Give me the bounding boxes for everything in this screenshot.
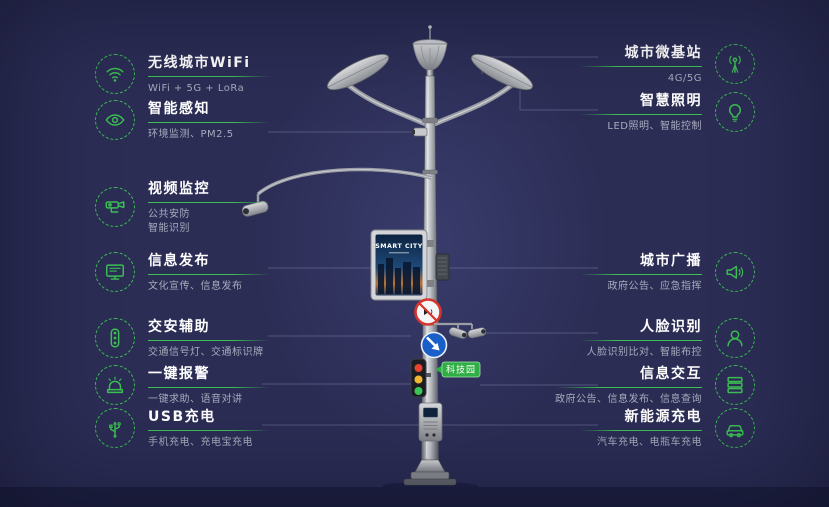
lamp-arms bbox=[327, 53, 533, 129]
usb-icon bbox=[95, 407, 135, 448]
antenna-icon bbox=[715, 43, 755, 84]
feature-subtitle: 政府公告、信息发布、信息查询 bbox=[555, 394, 702, 405]
broadcast-speaker bbox=[435, 253, 450, 281]
feature-underline bbox=[580, 340, 702, 341]
feature-subtitle: LED照明、智能控制 bbox=[607, 121, 702, 132]
screen-title: SMART CITY bbox=[375, 243, 423, 250]
traffic-light-icon bbox=[95, 317, 135, 358]
feature-title: 智能感知 bbox=[148, 101, 210, 117]
tech-park-tag: 科技园 bbox=[435, 361, 481, 378]
feature-traffic-assist: 交安辅助 交通信号灯、交通标识牌 bbox=[95, 316, 270, 360]
face-icon bbox=[715, 317, 755, 358]
speaker-icon bbox=[715, 251, 755, 292]
feature-subtitle: 汽车充电、电瓶车充电 bbox=[597, 437, 702, 448]
feature-subtitle: WiFi + 5G + LoRa bbox=[148, 83, 245, 94]
feature-underline bbox=[148, 122, 270, 123]
feature-underline bbox=[148, 274, 270, 275]
bulb-icon bbox=[715, 91, 755, 132]
feature-ev-charging: 新能源充电 汽车充电、电瓶车充电 bbox=[580, 406, 755, 450]
face-recognition-cameras bbox=[434, 322, 487, 339]
feature-subtitle: 交通信号灯、交通标识牌 bbox=[148, 347, 264, 358]
feature-city-broadcast: 城市广播 政府公告、应急指挥 bbox=[580, 250, 755, 294]
alarm-icon bbox=[95, 364, 135, 405]
feature-title: 新能源充电 bbox=[624, 409, 702, 425]
feature-smart-lighting: 智慧照明 LED照明、智能控制 bbox=[580, 90, 755, 134]
feature-underline bbox=[148, 76, 270, 77]
feature-video-surveillance: 视频监控 公共安防 智能识别 bbox=[95, 178, 270, 235]
feature-underline bbox=[580, 114, 702, 115]
feature-underline bbox=[555, 387, 702, 388]
feature-title: 人脸识别 bbox=[640, 319, 702, 335]
usb-charging-cabinet bbox=[418, 402, 443, 442]
feature-title: 一键报警 bbox=[148, 366, 210, 382]
feature-subtitle-2: 智能识别 bbox=[148, 222, 190, 234]
feature-subtitle: 一键求助、语音对讲 bbox=[148, 394, 243, 405]
no-horn-sign bbox=[414, 298, 442, 326]
feature-title: 视频监控 bbox=[148, 181, 210, 197]
feature-title: 智慧照明 bbox=[640, 93, 702, 109]
feature-title: 信息交互 bbox=[640, 366, 702, 382]
feature-sensing: 智能感知 环境监测、PM2.5 bbox=[95, 98, 270, 142]
feature-title: 城市广播 bbox=[640, 253, 702, 269]
wifi-icon bbox=[95, 53, 135, 94]
screen-icon bbox=[95, 251, 135, 292]
cctv-icon bbox=[95, 186, 135, 227]
sensor-icon bbox=[95, 99, 135, 140]
car-icon bbox=[715, 407, 755, 448]
feature-underline bbox=[580, 274, 702, 275]
info-display-screen: SMART CITY bbox=[370, 229, 434, 301]
feature-title: 城市微基站 bbox=[624, 45, 702, 61]
feature-underline bbox=[148, 387, 270, 388]
bottom-strip bbox=[0, 487, 829, 507]
feature-underline bbox=[148, 202, 270, 203]
screen-skyline bbox=[378, 258, 420, 294]
feature-subtitle: 文化宣传、信息发布 bbox=[148, 281, 243, 292]
direction-sign bbox=[420, 331, 448, 359]
connector-lines bbox=[262, 56, 598, 426]
feature-subtitle: 人脸识别比对、智能布控 bbox=[586, 347, 702, 358]
feature-title: 交安辅助 bbox=[148, 319, 210, 335]
pole-base bbox=[382, 459, 478, 488]
traffic-signal bbox=[410, 358, 431, 398]
environment-sensor bbox=[411, 127, 428, 137]
top-lamp bbox=[412, 25, 448, 78]
feature-micro-base-station: 城市微基站 4G/5G bbox=[580, 42, 755, 86]
feature-title: USB充电 bbox=[148, 409, 216, 425]
feature-info-release: 信息发布 文化宣传、信息发布 bbox=[95, 250, 270, 294]
feature-title: 无线城市WiFi bbox=[148, 55, 251, 71]
feature-underline bbox=[580, 66, 702, 67]
feature-wifi: 无线城市WiFi WiFi + 5G + LoRa bbox=[95, 52, 270, 96]
smart-pole-illustration: SMART CITY bbox=[241, 25, 598, 488]
feature-subtitle: 手机充电、充电宝充电 bbox=[148, 437, 253, 448]
cctv-camera bbox=[241, 167, 433, 217]
feature-subtitle: 环境监测、PM2.5 bbox=[148, 129, 234, 140]
feature-sos-alarm: 一键报警 一键求助、语音对讲 bbox=[95, 363, 270, 407]
layers-icon bbox=[715, 364, 755, 405]
feature-subtitle: 政府公告、应急指挥 bbox=[607, 281, 702, 292]
feature-subtitle: 公共安防 bbox=[148, 209, 190, 220]
feature-title: 信息发布 bbox=[148, 253, 210, 269]
tech-park-label: 科技园 bbox=[446, 364, 476, 376]
feature-info-interaction: 信息交互 政府公告、信息发布、信息查询 bbox=[555, 363, 755, 407]
feature-underline bbox=[148, 340, 270, 341]
feature-usb-charging: USB充电 手机充电、充电宝充电 bbox=[95, 406, 270, 450]
feature-subtitle: 4G/5G bbox=[667, 73, 702, 84]
feature-underline bbox=[580, 430, 702, 431]
feature-face-recognition: 人脸识别 人脸识别比对、智能布控 bbox=[580, 316, 755, 360]
feature-underline bbox=[148, 430, 270, 431]
